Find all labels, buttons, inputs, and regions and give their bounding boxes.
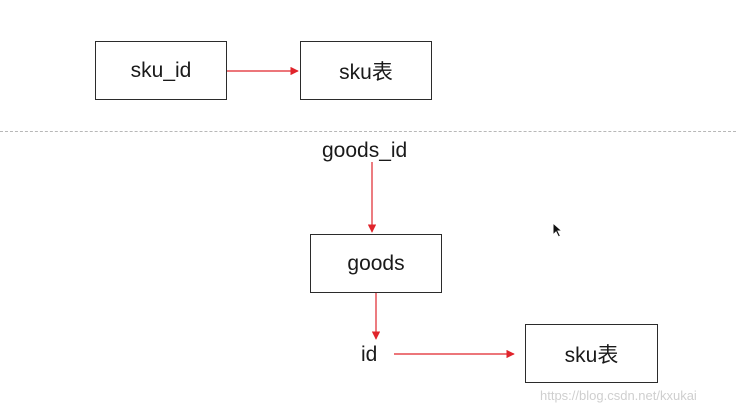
- dashed-divider: [0, 131, 736, 132]
- mouse-pointer-icon: [552, 221, 564, 243]
- watermark: https://blog.csdn.net/kxukai: [540, 388, 697, 403]
- sku-table-node-bottom: sku表: [525, 324, 658, 383]
- id-label: id: [361, 343, 378, 366]
- sku-table-node-top: sku表: [300, 41, 432, 100]
- sku-id-node: sku_id: [95, 41, 227, 100]
- goods-node: goods: [310, 234, 442, 293]
- goods-id-label: goods_id: [322, 139, 408, 162]
